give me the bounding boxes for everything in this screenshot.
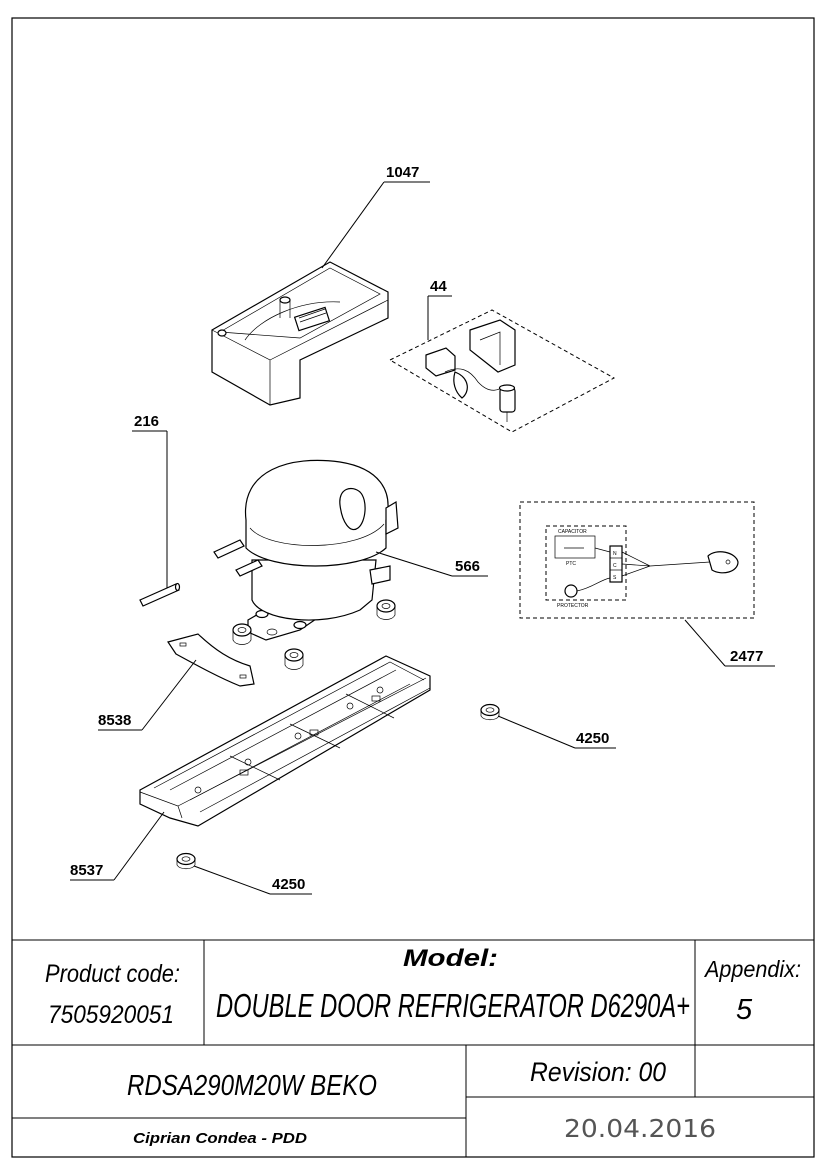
- revision: Revision: 00: [530, 1057, 666, 1087]
- ptc-label: PTC: [566, 561, 576, 567]
- date: 20.04.2016: [564, 1114, 716, 1143]
- drip-tray-part: [211, 261, 389, 406]
- author: Ciprian Condea - PDD: [133, 1130, 307, 1147]
- wiring-harness-part: [545, 525, 739, 601]
- product-code-value: 7505920051: [48, 1001, 174, 1029]
- callout-44: 44: [430, 278, 447, 295]
- callout-4250-lower: 4250: [272, 876, 305, 893]
- part-name: RDSA290M20W BEKO: [127, 1070, 377, 1102]
- compressor-part: [213, 459, 399, 641]
- terminal-c-label: C: [613, 563, 617, 569]
- sheet-border: [11, 17, 815, 1158]
- kit-44-boundary: [388, 309, 616, 433]
- model-value: DOUBLE DOOR REFRIGERATOR D6290A+: [216, 987, 690, 1024]
- protector-label: PROTECTOR: [557, 603, 589, 609]
- tube-part: [139, 582, 181, 607]
- callout-8537: 8537: [70, 862, 103, 879]
- callout-2477: 2477: [730, 648, 763, 665]
- grommet-part: [232, 623, 252, 645]
- bracket-strip-part: [167, 633, 255, 687]
- callout-216: 216: [134, 413, 159, 430]
- foot-part: [176, 852, 196, 870]
- base-plate-part: [139, 655, 431, 827]
- product-code-label: Product code:: [45, 960, 180, 988]
- grommet-part: [376, 599, 396, 620]
- callout-1047: 1047: [386, 164, 419, 181]
- grommet-part: [284, 648, 304, 670]
- foot-part: [480, 703, 500, 721]
- terminal-n-label: N: [613, 551, 617, 557]
- callout-566: 566: [455, 558, 480, 575]
- terminal-s-label: S: [613, 575, 617, 581]
- callout-8538: 8538: [98, 712, 131, 729]
- relay-kit-part: [425, 319, 516, 422]
- appendix-label: Appendix:: [703, 956, 801, 982]
- model-label: Model:: [403, 945, 498, 972]
- appendix-value: 5: [736, 994, 753, 1026]
- title-block: [12, 939, 814, 1157]
- capacitor-label: CAPACITOR: [558, 529, 587, 535]
- callout-4250-upper: 4250: [576, 730, 609, 747]
